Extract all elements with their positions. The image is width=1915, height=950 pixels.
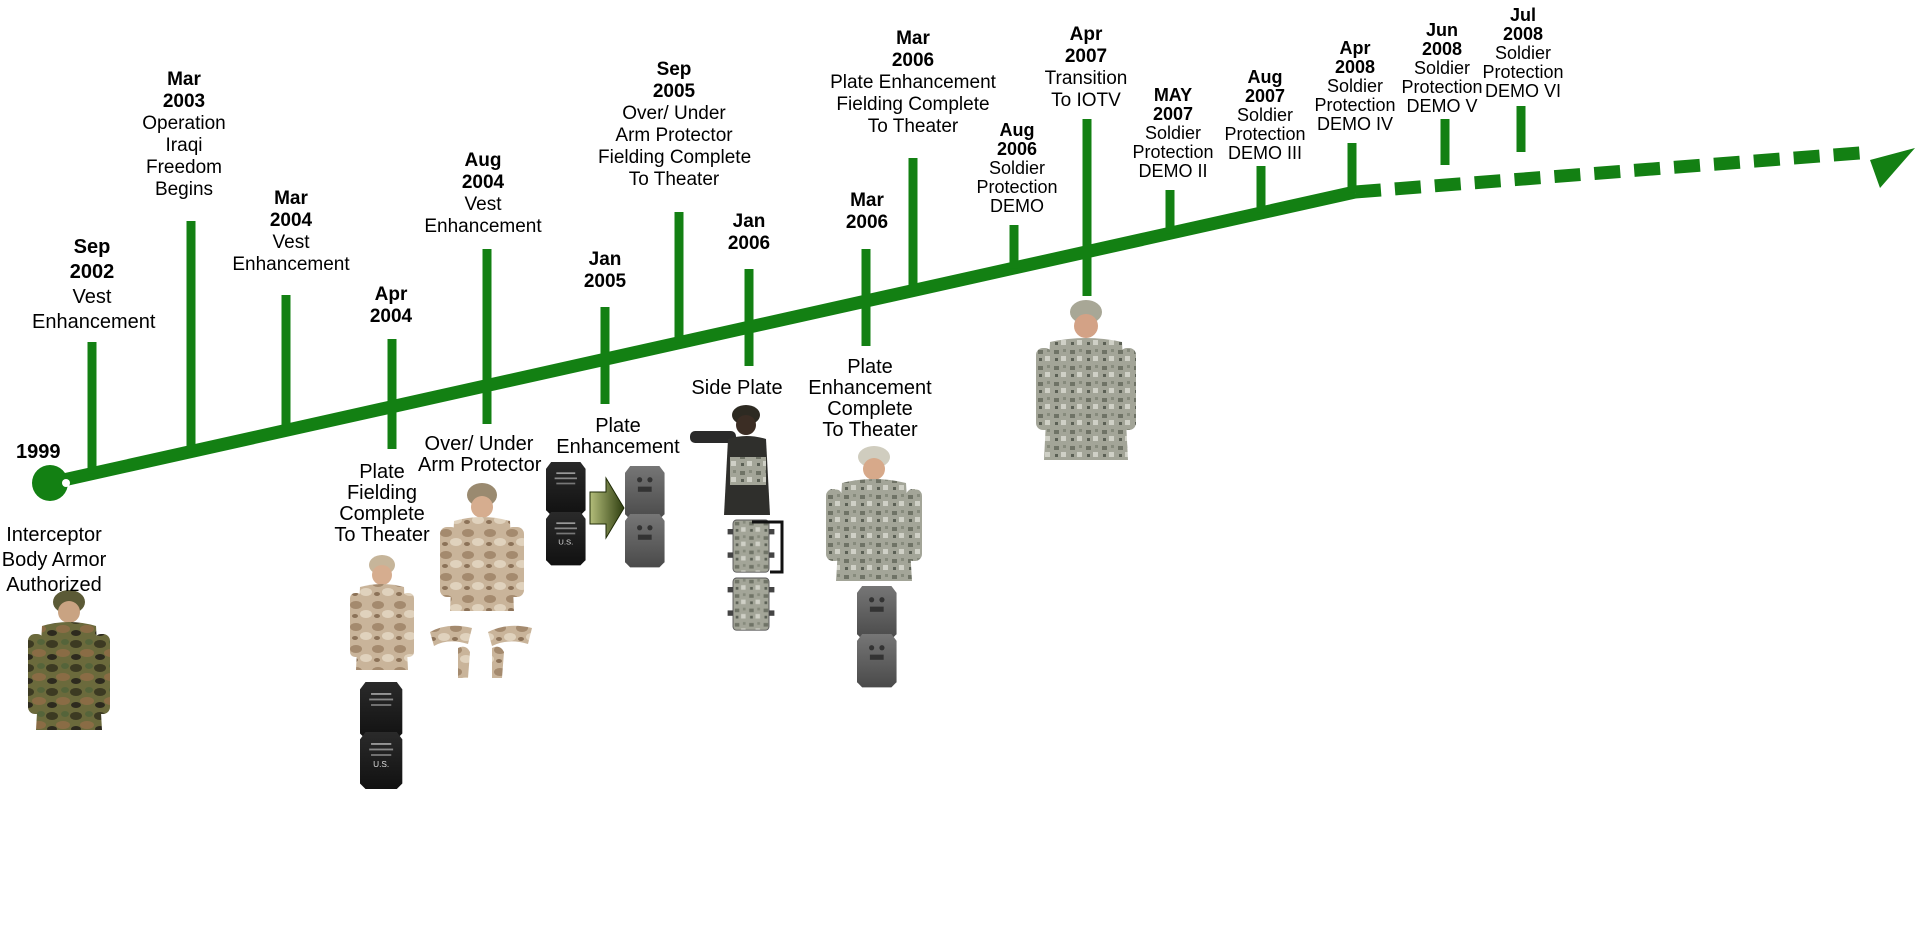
armor-plate-icon — [857, 586, 897, 640]
soldier-acu-figure — [1036, 300, 1136, 460]
timeline-ticks — [87, 106, 1526, 474]
tick-apr-2004 — [387, 339, 397, 449]
tick-sep-2005 — [674, 212, 684, 343]
side-plate-icon — [727, 577, 775, 631]
tick-may-2007 — [1165, 190, 1175, 234]
tick-mar-2003 — [186, 221, 196, 452]
timeline-axis-future — [1354, 145, 1873, 199]
svg-text:U.S.: U.S. — [373, 760, 389, 769]
soldier-acu-figure — [826, 446, 922, 581]
tick-mar-2006-a — [861, 249, 871, 346]
side-plate-icon — [727, 519, 775, 573]
upgrade-arrow-icon — [589, 476, 625, 540]
tick-aug-2007 — [1256, 166, 1266, 213]
armor-plate-icon — [360, 682, 403, 740]
soldier-side-plate-figure — [690, 405, 770, 515]
tick-aug-2006 — [1009, 225, 1019, 269]
timeline-arrowhead — [1870, 148, 1915, 188]
tick-jun-2008 — [1440, 119, 1450, 165]
soldier-desert-figure — [440, 483, 524, 611]
tick-aug-2004 — [482, 249, 492, 424]
soldier-desert-figure — [350, 555, 414, 670]
timeline-axis-line — [48, 185, 1357, 490]
start-year: 1999 — [16, 441, 61, 463]
armor-plate-icon: U.S. — [546, 512, 586, 566]
tick-sep-2002 — [87, 342, 97, 474]
tick-apr-2008 — [1347, 143, 1357, 193]
caption-side-plate: Side Plate — [691, 377, 783, 399]
armor-plate-icon — [625, 466, 665, 520]
shoulder-armor-icon — [430, 625, 532, 678]
armor-plate-icon: U.S. — [360, 732, 403, 790]
tick-mar-2006-b — [908, 158, 918, 291]
side-plate-bracket — [752, 520, 784, 574]
tick-jan-2005 — [600, 307, 610, 404]
armor-plate-icon — [546, 462, 586, 516]
svg-text:U.S.: U.S. — [558, 538, 573, 547]
armor-plate-icon — [857, 634, 897, 688]
tick-mar-2004 — [281, 295, 291, 431]
soldier-woodland-figure — [28, 590, 110, 730]
timeline-axis — [48, 145, 1873, 490]
timeline-start-marker — [32, 465, 68, 501]
armor-plate-icon — [625, 514, 665, 568]
tick-apr-2007 — [1082, 119, 1092, 296]
tick-jul-2008 — [1516, 106, 1526, 152]
tick-jan-2006 — [744, 269, 754, 366]
